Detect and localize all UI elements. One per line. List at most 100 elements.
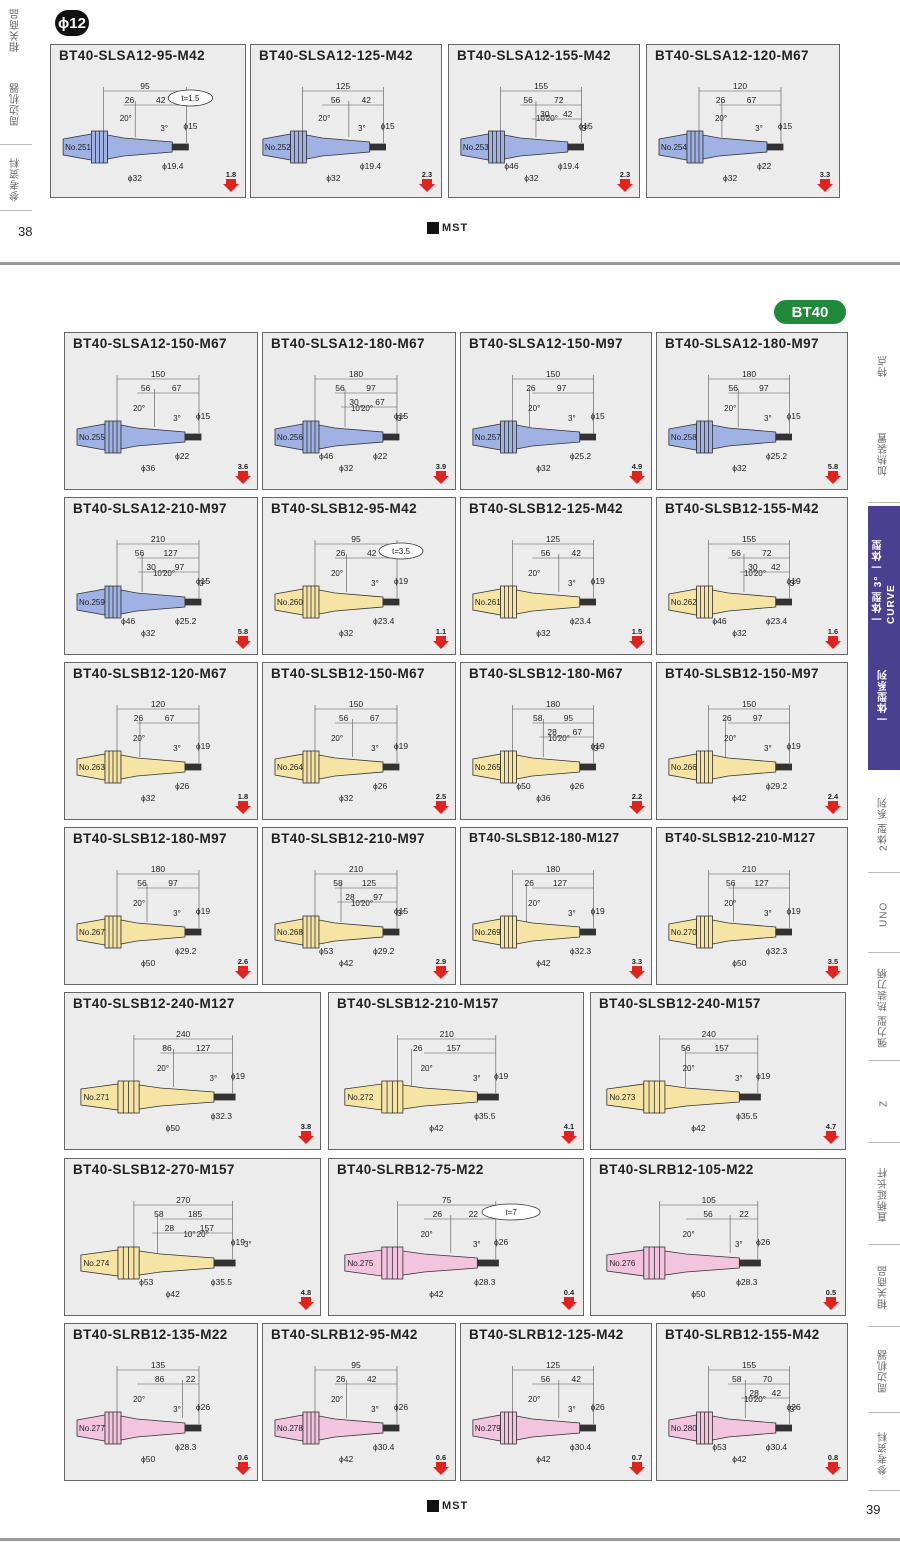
weight-arrow-icon <box>235 801 251 814</box>
angle-label: 10° <box>153 569 165 578</box>
bottom-diameter: ϕ46 <box>504 161 518 171</box>
top-tab-reference[interactable]: 参考资料 <box>0 148 32 211</box>
tip-diameter: ϕ19 <box>231 1237 245 1247</box>
bottom-diameter: ϕ19.4 <box>558 161 580 171</box>
weight-arrow-icon <box>235 471 251 484</box>
tab-heavy-duty[interactable]: 强力型 热装刀柄 <box>868 956 900 1061</box>
item-number: No.270 <box>671 928 697 937</box>
tab-reference-materials[interactable]: 参考资料 <box>868 1416 900 1491</box>
tab-related-products[interactable]: 相关商品 <box>868 1248 900 1327</box>
dim-label: 58 <box>732 1374 742 1384</box>
weight-value: 2.6 <box>238 957 248 966</box>
dim-label: 95 <box>564 713 574 723</box>
tab-one-piece-series[interactable]: 一体型系列 <box>868 624 900 770</box>
dim-label: 42 <box>772 1388 782 1398</box>
tab-peripheral-machines[interactable]: 周边机器 <box>868 1330 900 1413</box>
angle-label: 3° <box>397 909 405 918</box>
card-title: BT40-SLSA12-95-M42 <box>59 48 205 63</box>
dim-label: 28 <box>749 1388 759 1398</box>
angle-label: 20° <box>133 734 145 743</box>
item-number: No.276 <box>609 1259 635 1268</box>
card-title: BT40-SLSA12-210-M97 <box>73 501 227 516</box>
top-tab-peripheral[interactable]: 周边机器 <box>0 64 32 145</box>
bottom-diameter: ϕ32 <box>128 173 142 183</box>
dim-total: 180 <box>151 864 165 874</box>
weight-value: 2.3 <box>620 170 630 179</box>
tab-straight-extension[interactable]: 直柄延长杆 <box>868 1146 900 1245</box>
bottom-diameter: ϕ28.3 <box>736 1277 758 1287</box>
tool-body <box>668 585 792 619</box>
tab-uno[interactable]: UNO <box>868 876 900 953</box>
angle-label: 10° <box>548 734 560 743</box>
weight-arrow-icon <box>825 636 841 649</box>
tool-body <box>274 1411 400 1445</box>
bottom-diameter: ϕ22 <box>175 451 189 461</box>
series-badge: BT40 <box>774 300 846 324</box>
weight-arrow-icon <box>629 471 645 484</box>
bottom-diameter: ϕ42 <box>536 958 550 968</box>
dim-label: 42 <box>571 548 581 558</box>
angle-label: 3° <box>371 744 379 753</box>
tab-z[interactable]: Z <box>868 1064 900 1143</box>
dim-label: 58 <box>333 878 343 888</box>
bottom-diameter: ϕ32 <box>723 173 737 183</box>
tab-two-piece-series[interactable]: 2体型 系列 <box>868 776 900 873</box>
bottom-side-tabs: 特点 加热装置 一体型 3° 一体型 CURVE 一体型系列 2体型 系列 UN… <box>868 330 900 1491</box>
dim-label: 97 <box>366 383 376 393</box>
item-number: No.253 <box>463 143 489 152</box>
weight-value: 5.8 <box>828 462 838 471</box>
tab-features[interactable]: 特点 <box>878 355 890 377</box>
bottom-diameter: ϕ25.2 <box>766 451 788 461</box>
angle-label: 3° <box>397 414 405 423</box>
dim-total: 155 <box>742 534 756 544</box>
item-number: No.262 <box>671 598 697 607</box>
bottom-diameter: ϕ50 <box>166 1123 180 1133</box>
bottom-diameter: ϕ23.4 <box>373 616 395 626</box>
dim-label: 97 <box>373 892 383 902</box>
bottom-diameter: ϕ53 <box>139 1277 153 1287</box>
item-number: No.268 <box>277 928 303 937</box>
tab-one-piece-3deg-curve[interactable]: 一体型 3° 一体型 CURVE <box>868 506 900 624</box>
item-number: No.255 <box>79 433 105 442</box>
tab-heating-device[interactable]: 加热装置 <box>868 406 900 503</box>
tip-diameter: ϕ26 <box>590 1402 604 1412</box>
top-tab-related[interactable]: 相关商品 <box>10 8 22 52</box>
tool-body <box>460 130 584 164</box>
tool-body <box>658 130 784 164</box>
